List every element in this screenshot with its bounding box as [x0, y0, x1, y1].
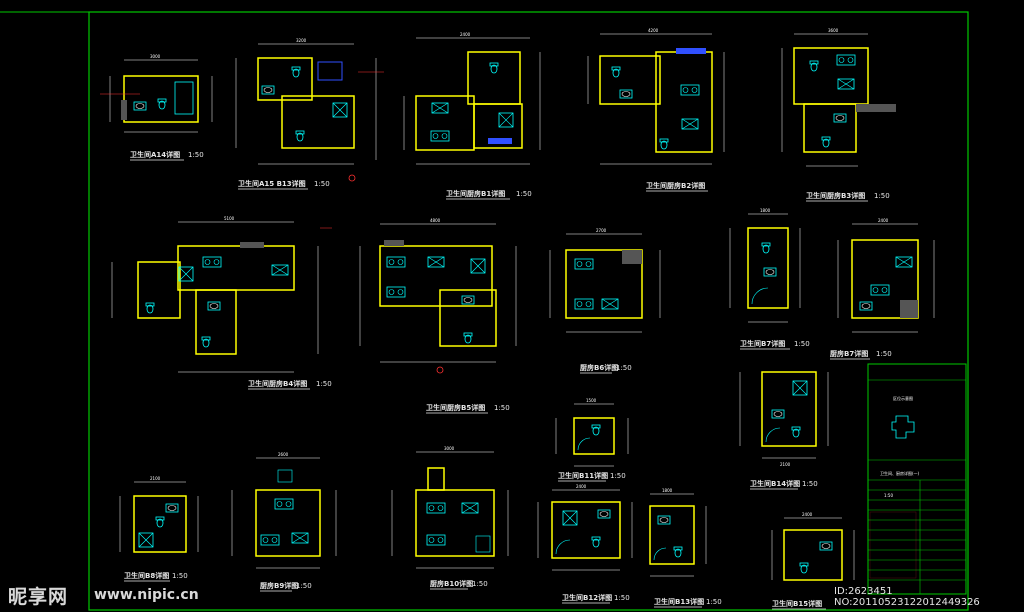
- svg-text:3600: 3600: [828, 28, 839, 33]
- drawing-name: 卫生间、厨房详图(一): [880, 470, 920, 476]
- drawing-d2: 3200 卫生间A15 B13详图 1:50: [235, 38, 384, 190]
- drawing-scale-d15: 1:50: [614, 594, 630, 602]
- drawing-d15: 2400 卫生间B12详图 1:50: [537, 484, 633, 604]
- drawing-title-d2: 卫生间A15 B13详图: [238, 179, 306, 188]
- drawing-title-d13: 厨房B10详图: [430, 579, 473, 588]
- drawing-d18: 2400 卫生间B15详图: [771, 512, 855, 610]
- drawing-title-d18: 卫生间B15详图: [772, 599, 822, 608]
- drawing-scale-d2: 1:50: [314, 180, 330, 188]
- svg-text:3000: 3000: [150, 54, 161, 59]
- drawing-d7: 4800 卫生间厨房B5详图 1:50: [359, 218, 517, 414]
- drawing-scale-d9: 1:50: [794, 340, 810, 348]
- drawing-scale-d12: 1:50: [296, 582, 312, 590]
- drawing-d11: 2100 卫生间B8详图 1:50: [119, 476, 199, 582]
- drawing-scale-d11: 1:50: [172, 572, 188, 580]
- drawing-scale-d6: 1:50: [316, 380, 332, 388]
- drawing-title-d7: 卫生间厨房B5详图: [426, 403, 485, 412]
- svg-text:3000: 3000: [444, 446, 455, 451]
- drawing-d3: 2400 卫生间厨房B1详图 1:50: [403, 32, 541, 200]
- drawing-d12: 2600 厨房B9详图 1:50: [231, 452, 337, 592]
- svg-text:2400: 2400: [576, 484, 587, 489]
- svg-text:4200: 4200: [648, 28, 659, 33]
- drawing-title-d11: 卫生间B8详图: [124, 571, 169, 580]
- drawing-title-d10: 厨房B7详图: [830, 349, 868, 358]
- drawing-title-d5: 卫生间厨房B3详图: [806, 191, 865, 200]
- drawing-title-d14: 卫生间B11详图: [558, 471, 608, 480]
- drawing-d13: 3000 厨房B10详图 1:50: [391, 446, 509, 590]
- drawing-scale-d16: 1:50: [706, 598, 722, 606]
- drawing-scale-d7: 1:50: [494, 404, 510, 412]
- svg-text:2700: 2700: [596, 228, 607, 233]
- svg-text:2400: 2400: [878, 218, 889, 223]
- drawing-d17: 2100 卫生间B14详图 1:50: [739, 371, 829, 490]
- drawing-scale-d8: 1:50: [616, 364, 632, 372]
- drawing-title-d8: 厨房B6详图: [580, 363, 618, 372]
- drawing-title-d3: 卫生间厨房B1详图: [446, 189, 505, 198]
- drawing-scale-d3: 1:50: [516, 190, 532, 198]
- drawing-scale-d10: 1:50: [876, 350, 892, 358]
- title-block: 区位示意图 卫生间、厨房详图(一) 1:50: [867, 363, 967, 595]
- key-plan-label: 区位示意图: [893, 395, 913, 401]
- drawing-scale-d14: 1:50: [610, 472, 626, 480]
- drawing-d14: 1500 卫生间B11详图 1:50: [555, 398, 629, 482]
- drawing-title-d16: 卫生间B13详图: [654, 597, 704, 606]
- drawing-scale-d5: 1:50: [874, 192, 890, 200]
- svg-text:2600: 2600: [278, 452, 289, 457]
- svg-text:2400: 2400: [460, 32, 471, 37]
- drawing-d5: 3600 卫生间厨房B3详图 1:50: [781, 28, 896, 202]
- svg-text:3200: 3200: [296, 38, 307, 43]
- drawing-d8: 2700 厨房B6详图 1:50: [549, 228, 661, 374]
- svg-text:2100: 2100: [150, 476, 161, 481]
- drawing-title-d12: 厨房B9详图: [260, 581, 298, 590]
- drawing-title-d9: 卫生间B7详图: [740, 339, 785, 348]
- drawing-title-d6: 卫生间厨房B4详图: [248, 379, 307, 388]
- svg-text:1800: 1800: [760, 208, 771, 213]
- drawing-title-d1: 卫生间A14详图: [130, 150, 180, 159]
- drawing-d10: 2400 厨房B7详图 1:50: [830, 218, 935, 360]
- scale-cell: 1:50: [884, 493, 893, 498]
- drawing-scale-d13: 1:50: [472, 580, 488, 588]
- key-plan-icon: [891, 415, 915, 439]
- drawing-d16: 1800 卫生间B13详图 1:50: [649, 488, 722, 608]
- svg-text:1500: 1500: [586, 398, 597, 403]
- svg-text:1800: 1800: [662, 488, 673, 493]
- svg-text:5100: 5100: [224, 216, 235, 221]
- drawing-title-d4: 卫生间厨房B2详图: [646, 181, 705, 190]
- drawing-scale-d1: 1:50: [188, 151, 204, 159]
- drawing-d6: 5100 卫生间厨房B4详图 1:50: [111, 216, 332, 390]
- drawing-d9: 1800 卫生间B7详图 1:50: [729, 208, 810, 350]
- drawing-title-d17: 卫生间B14详图: [750, 479, 800, 488]
- svg-text:4800: 4800: [430, 218, 441, 223]
- drawing-d4: 4200 卫生间厨房B2详图: [587, 28, 725, 192]
- svg-text:2100: 2100: [780, 462, 791, 467]
- drawing-title-d15: 卫生间B12详图: [562, 593, 612, 602]
- sheet-border: [88, 11, 969, 611]
- drawing-scale-d17: 1:50: [802, 480, 818, 488]
- drawing-d1: 3000 卫生间A14详图 1:50: [100, 54, 213, 161]
- svg-text:2400: 2400: [802, 512, 813, 517]
